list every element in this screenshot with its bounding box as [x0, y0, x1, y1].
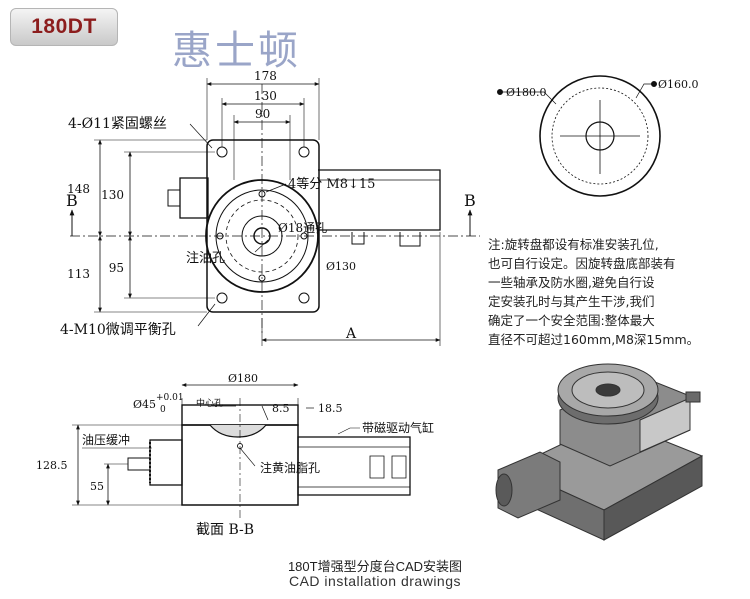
buffer-housing	[149, 439, 183, 486]
label-55: 55	[90, 480, 104, 493]
label-center-hole: 中心孔	[196, 397, 223, 409]
label-magnetic-cylinder: 带磁驱动气缸	[362, 420, 434, 435]
label-113: 113	[67, 267, 90, 281]
grease-hole-mark	[237, 443, 243, 449]
leader-dot-d160	[651, 81, 657, 87]
model-badge: 180DT	[10, 8, 118, 46]
top-view-labels: 178 130 90 148 130 113 95 4-Ø11紧固螺丝 4-M1…	[60, 69, 476, 342]
label-section-b-right: B	[464, 191, 476, 210]
label-128-5: 128.5	[36, 459, 68, 472]
mount-hole-top-left	[216, 146, 228, 158]
cylinder-rail-body	[318, 169, 441, 231]
leader-d160	[635, 83, 652, 99]
label-section-title: 截面 B-B	[196, 522, 254, 538]
label-bore-tol-lower: 0	[160, 405, 166, 415]
product-illustration	[495, 363, 704, 541]
leader-oil-hole	[254, 239, 269, 253]
m8-hole-left	[216, 232, 224, 240]
left-buffer-stub	[179, 177, 209, 219]
product-cylinder-block	[497, 451, 561, 519]
label-section-d180: Ø180	[228, 372, 258, 385]
label-90: 90	[255, 107, 270, 121]
label-130-top: 130	[254, 89, 277, 103]
note-line: 注:旋转盘都设有标准安装孔位,	[488, 237, 659, 252]
brand-watermark: 惠士顿	[172, 28, 301, 74]
section-view	[72, 383, 411, 520]
rotary-table-outer	[205, 179, 319, 293]
label-oil-hole: 注油孔	[186, 251, 225, 266]
caption-chinese: 180T增强型分度台CAD安装图	[287, 559, 463, 574]
leader-magnetic-cylinder	[337, 427, 360, 435]
label-dim-a: A	[345, 326, 357, 342]
top-view	[69, 78, 480, 346]
label-section-b-left: B	[66, 191, 78, 210]
label-8-5: 8.5	[272, 402, 290, 415]
product-label-panel	[639, 397, 691, 453]
note-line: 一些轴承及防水圈,避免自行设	[488, 275, 655, 290]
product-base-right	[603, 455, 703, 541]
leader-d180	[502, 91, 557, 105]
leader-equal-div	[265, 183, 287, 193]
label-equal-div: 4等分 M8↓15	[288, 176, 375, 192]
plate-outer-circle	[539, 75, 661, 197]
label-178: 178	[254, 69, 277, 83]
through-hole	[253, 227, 271, 245]
label-plate-d160: Ø160.0	[658, 78, 699, 91]
section-cylinder-rail	[297, 436, 411, 496]
caption-english: CAD installation drawings	[288, 573, 462, 589]
rotary-table-bolt-circle	[225, 199, 299, 273]
label-18-5: 18.5	[318, 402, 343, 415]
label-95: 95	[109, 261, 124, 275]
rail-slots	[369, 455, 407, 479]
rotary-table-ring	[215, 189, 309, 283]
label-holes-top: 4-Ø11紧固螺丝	[68, 116, 167, 132]
plate-view	[497, 75, 661, 197]
label-plate-d180: Ø180.0	[506, 86, 547, 99]
leader-holes-bottom	[197, 303, 216, 327]
product-cylinder-end	[495, 473, 513, 507]
label-bore-d45: Ø45	[133, 398, 156, 411]
mount-hole-bottom-left	[216, 292, 228, 304]
plate-view-labels: Ø180.0 Ø160.0	[506, 78, 699, 99]
m8-hole-bottom	[258, 274, 266, 282]
note-line: 确定了一个安全范围:整体最大	[488, 313, 655, 328]
m8-hole-right	[300, 232, 308, 240]
note-line: 定安装孔时与其产生干涉,我们	[488, 294, 655, 309]
label-holes-bottom: 4-M10微调平衡孔	[60, 322, 176, 338]
label-through-hole: Ø18通孔	[278, 221, 327, 235]
label-table-dia: Ø130	[326, 260, 356, 273]
label-grease-hole: 注黄油脂孔	[260, 460, 320, 475]
m8-hole-top	[258, 190, 266, 198]
plate-safe-zone-circle	[551, 87, 649, 185]
product-table-hub	[595, 383, 621, 397]
rotary-table-hub	[241, 215, 283, 257]
mounting-note: 注:旋转盘都设有标准安装孔位, 也可自行设定。因旋转盘底部装有 一些轴承及防水圈…	[488, 235, 728, 349]
note-line: 直径不可超过160mm,M8深15mm。	[488, 332, 700, 347]
buffer-tip	[167, 189, 181, 207]
note-line: 也可自行设定。因旋转盘底部装有	[488, 256, 676, 271]
buffer-rod	[127, 457, 151, 471]
leader-grease-hole	[239, 447, 256, 467]
label-148: 148	[67, 182, 90, 196]
section-view-labels: Ø180 Ø45 +0.01 0 中心孔 8.5 18.5 128.5 55 油…	[36, 372, 434, 538]
mount-hole-top-right	[298, 146, 310, 158]
mount-hole-bottom-right	[298, 292, 310, 304]
label-bore-tol-upper: +0.01	[156, 393, 184, 403]
leader-8-5	[261, 405, 269, 421]
label-130-side: 130	[101, 188, 124, 202]
leader-dot-d180	[497, 89, 503, 95]
product-side-fitting	[685, 391, 701, 403]
center-bore-recess	[209, 424, 267, 438]
leader-holes-top	[189, 123, 213, 149]
label-oil-buffer: 油压缓冲	[82, 432, 130, 447]
rail-brackets	[351, 232, 421, 247]
model-label: 180DT	[31, 15, 97, 38]
